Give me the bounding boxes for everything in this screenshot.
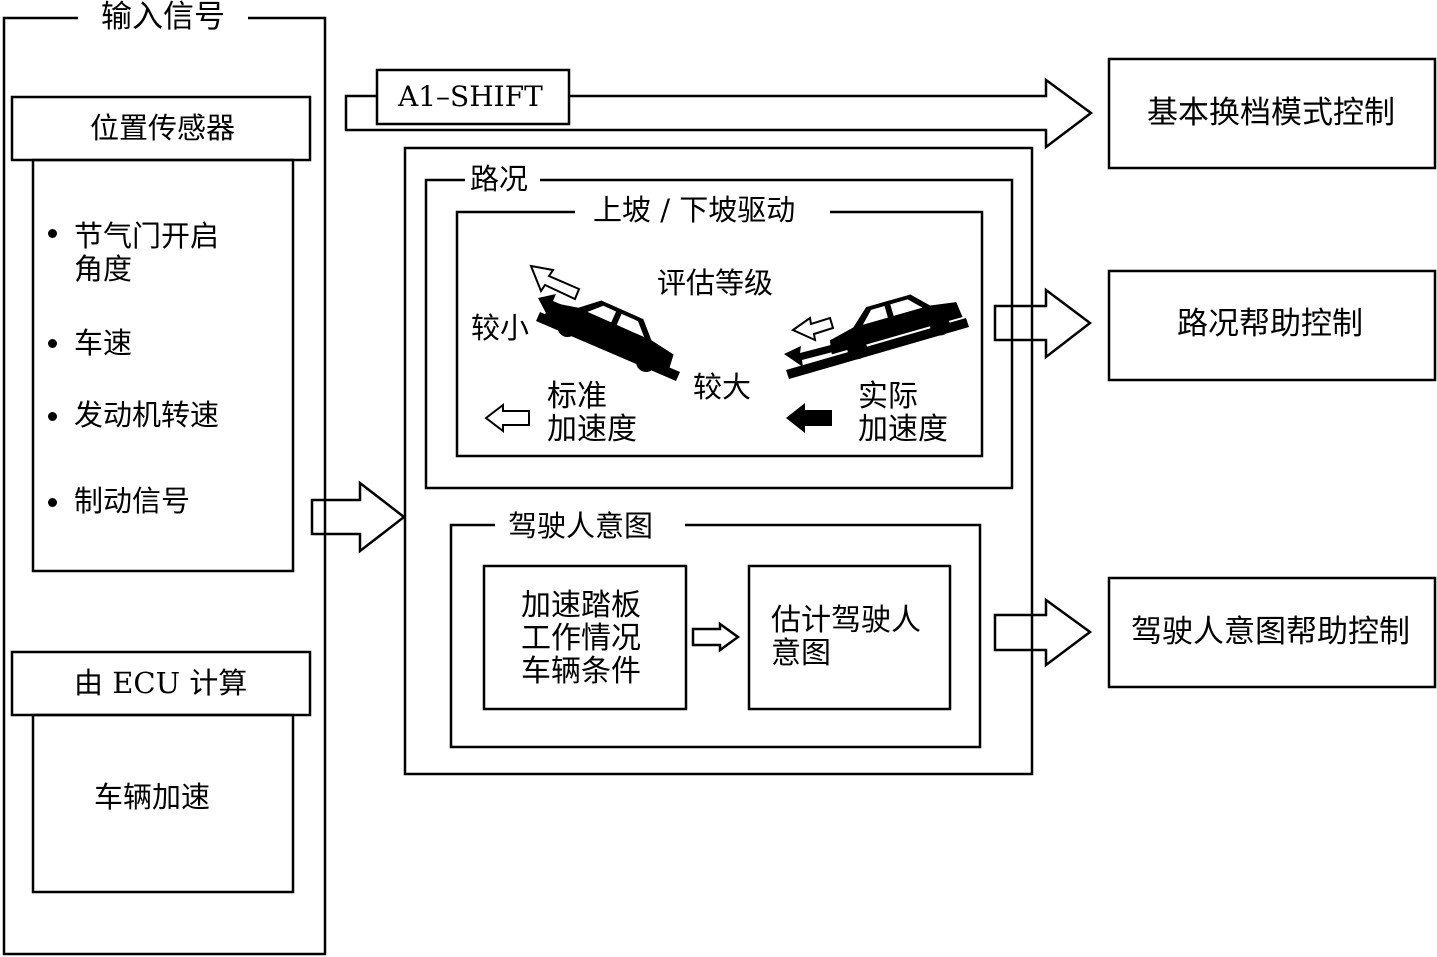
input-title: 输入信号 [101, 0, 225, 35]
left-black-arrow [538, 294, 600, 328]
driver-output-arrow [993, 597, 1093, 668]
driver-title: 驾驶人意图 [508, 509, 654, 543]
sensor-item-throttle: 节气门开启 [74, 219, 220, 253]
sensor-item-rpm: 发动机转速 [74, 398, 220, 432]
sensor-header-label: 位置传感器 [90, 111, 236, 145]
sensor-list-box [31, 158, 295, 573]
sensor-item-brake: 制动信号 [74, 484, 191, 518]
right-outline-arrow [790, 316, 835, 342]
conditions-line-2: 工作情况 [521, 621, 641, 656]
larger-label: 较大 [693, 370, 752, 404]
smaller-label: 较小 [471, 311, 530, 345]
ecu-body-box [31, 713, 295, 894]
actual-accel-line-2: 加速度 [858, 412, 948, 447]
sensor-item-throttle-cont: 角度 [74, 252, 133, 286]
slope-frame [455, 210, 984, 458]
conditions-box [482, 564, 688, 711]
output-box-3 [1107, 576, 1437, 689]
standard-accel-line-1: 标准 [547, 379, 607, 414]
slope-title: 上坡 / 下坡驱动 [593, 193, 796, 227]
conditions-line-3: 车辆条件 [521, 654, 641, 689]
conditions-to-estimate-arrow [691, 621, 741, 653]
estimate-line-2: 意图 [771, 636, 831, 671]
a1shift-arrow [344, 77, 1094, 150]
standard-accel-label: 标准 加速度 [547, 380, 637, 446]
right-slope-ground [786, 318, 969, 379]
standard-accel-line-2: 加速度 [547, 412, 637, 447]
bullet-icon [48, 498, 57, 507]
slope-illustration [484, 264, 969, 434]
bullet-icon [48, 339, 57, 348]
driver-frame [449, 523, 982, 749]
output-basic-shift: 基本换档模式控制 [1147, 95, 1395, 131]
actual-accel-label: 实际 加速度 [858, 380, 948, 446]
right-black-arrow [784, 340, 852, 367]
output-box-1 [1107, 57, 1437, 170]
estimate-box [747, 564, 952, 711]
ecu-item-accel: 车辆加速 [94, 780, 211, 814]
sensor-item-speed: 车速 [74, 326, 133, 360]
road-frame [424, 178, 1014, 490]
central-box [403, 146, 1034, 776]
estimate-label: 估计驾驶人 意图 [771, 604, 921, 670]
road-title: 路况 [470, 162, 529, 196]
standard-accel-arrow [484, 402, 530, 434]
bullet-icon [48, 412, 57, 421]
a1shift-label: A1–SHIFT [398, 80, 543, 113]
input-arrow [310, 480, 407, 554]
output-driver-assist: 驾驶人意图帮助控制 [1131, 614, 1410, 650]
actual-accel-line-1: 实际 [858, 379, 918, 414]
conditions-label: 加速踏板 工作情况 车辆条件 [521, 589, 641, 688]
rating-label: 评估等级 [657, 266, 774, 300]
input-frame [2, 16, 327, 956]
estimate-line-1: 估计驾驶人 [771, 603, 921, 638]
ecu-header-label: 由 ECU 计算 [74, 666, 248, 700]
actual-accel-arrow [786, 403, 832, 433]
conditions-line-1: 加速踏板 [521, 588, 641, 623]
output-box-2 [1107, 269, 1437, 382]
bullet-icon [48, 229, 57, 238]
road-output-arrow [993, 287, 1093, 360]
left-outline-arrow [529, 264, 581, 301]
right-car-icon [829, 294, 963, 360]
output-road-assist: 路况帮助控制 [1177, 306, 1363, 342]
